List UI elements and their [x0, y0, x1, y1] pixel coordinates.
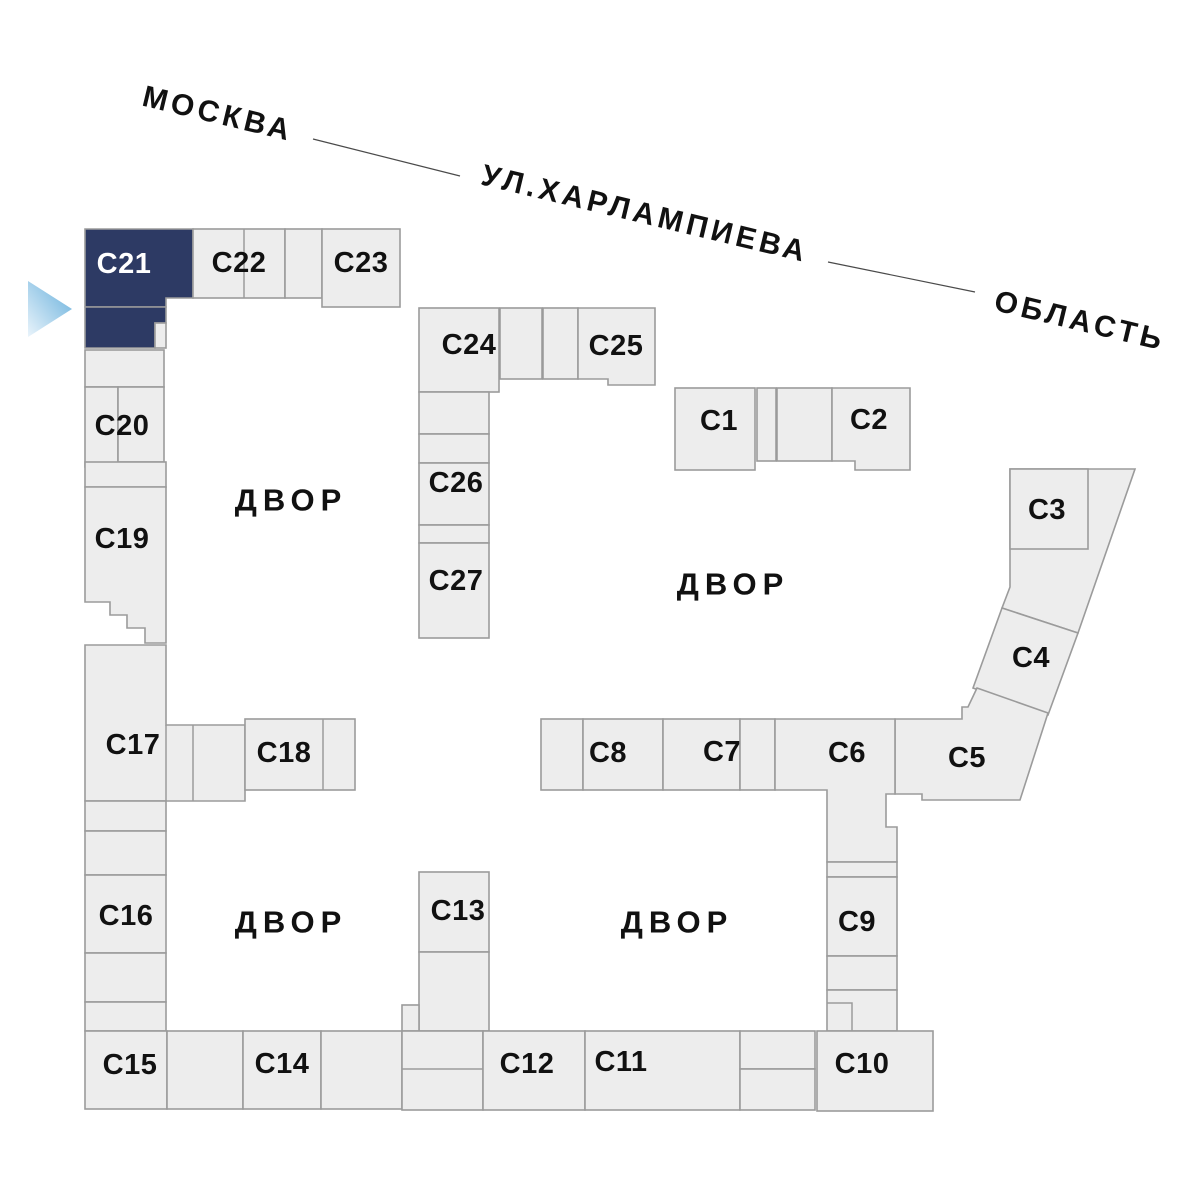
- building-section: [166, 1030, 244, 1110]
- building-c3[interactable]: [1009, 468, 1089, 550]
- building-label-c12: С12: [500, 1048, 555, 1080]
- building-label-c24: С24: [442, 329, 497, 361]
- building-c25[interactable]: [577, 307, 656, 386]
- blocks: [84, 228, 1137, 1112]
- building-label-c9: С9: [838, 906, 876, 938]
- building-label-c8: С8: [589, 737, 627, 769]
- building-c18[interactable]: [244, 718, 356, 791]
- courtyard-label: ДВОР: [235, 905, 348, 940]
- building-section: [84, 800, 167, 832]
- building-section: [84, 461, 167, 488]
- building-section: [418, 951, 490, 1032]
- building-section: [826, 989, 898, 1032]
- street-label-moscow: МОСКВА: [139, 80, 297, 148]
- building-section: [418, 433, 490, 464]
- building-c10[interactable]: [816, 1030, 934, 1112]
- building-section: [401, 1004, 420, 1032]
- building-section: [84, 349, 165, 388]
- building-label-c4: С4: [1012, 642, 1050, 674]
- courtyard-label: ДВОР: [677, 567, 790, 602]
- street-line-right: [827, 261, 976, 293]
- building-c19[interactable]: [84, 486, 167, 644]
- street-label-kharlampieva: УЛ.ХАРЛАМПИЕВА: [478, 159, 812, 269]
- building-section: [84, 830, 167, 876]
- building-labels: С21 С22 С23 С24 С25 С26 С27 С1 С2 С3 С4 …: [95, 247, 1066, 1081]
- building-label-c1: С1: [700, 405, 738, 437]
- building-c5[interactable]: [894, 687, 1050, 801]
- building-section: [401, 1030, 484, 1111]
- building-label-c2: С2: [850, 404, 888, 436]
- building-c14[interactable]: [242, 1030, 322, 1110]
- building-section: [826, 861, 898, 878]
- building-section: [739, 1068, 816, 1111]
- building-label-c10: С10: [835, 1048, 890, 1080]
- courtyard-label: ДВОР: [621, 905, 734, 940]
- building-label-c14: С14: [255, 1048, 310, 1080]
- building-section: [284, 228, 323, 299]
- building-c2[interactable]: [831, 387, 911, 471]
- building-label-c13: С13: [431, 895, 486, 927]
- building-section: [739, 718, 776, 791]
- building-label-c26: С26: [429, 467, 484, 499]
- building-label-c27: С27: [429, 565, 484, 597]
- building-c21-lower-section[interactable]: [84, 306, 167, 349]
- building-label-c20: С20: [95, 410, 150, 442]
- building-label-c17: С17: [106, 729, 161, 761]
- building-label-c19: С19: [95, 523, 150, 555]
- building-c20-section[interactable]: [117, 386, 165, 463]
- building-c17[interactable]: [84, 644, 246, 802]
- building-c13[interactable]: [418, 871, 490, 953]
- building-section: [418, 391, 490, 435]
- building-label-c16: С16: [99, 900, 154, 932]
- building-section: [84, 952, 167, 1003]
- building-c15[interactable]: [84, 1030, 168, 1110]
- street-line-left: [312, 138, 461, 177]
- courtyard-labels: ДВОР ДВОР ДВОР ДВОР: [235, 483, 790, 940]
- selected-building-arrow-icon: [28, 281, 72, 337]
- building-c27[interactable]: [418, 542, 490, 639]
- building-section: [739, 1030, 816, 1070]
- building-label-c11: С11: [594, 1046, 647, 1078]
- street-label-oblast: ОБЛАСТЬ: [991, 285, 1169, 358]
- courtyard-label: ДВОР: [235, 483, 348, 518]
- building-label-c5: С5: [948, 742, 986, 774]
- building-section: [540, 718, 584, 791]
- building-section: [154, 322, 167, 349]
- building-label-c22: С22: [212, 247, 267, 279]
- building-c24[interactable]: [418, 307, 500, 393]
- section-dividers: [165, 229, 853, 1070]
- building-section: [84, 1001, 167, 1032]
- building-label-c18: С18: [257, 737, 312, 769]
- building-section: [418, 524, 490, 544]
- building-label-c25: С25: [589, 330, 644, 362]
- building-section: [826, 955, 898, 991]
- building-section: [776, 387, 833, 462]
- building-c23[interactable]: [321, 228, 401, 308]
- building-c8[interactable]: [582, 718, 664, 791]
- building-c9[interactable]: [826, 876, 898, 957]
- building-section: [320, 1030, 403, 1110]
- building-label-c7: С7: [703, 736, 741, 768]
- building-label-c23: С23: [334, 247, 389, 279]
- building-c1[interactable]: [674, 387, 756, 471]
- building-label-c6: С6: [828, 737, 866, 769]
- building-section: [542, 307, 579, 380]
- building-label-c3: С3: [1028, 494, 1066, 526]
- building-c6[interactable]: [774, 718, 898, 863]
- building-section: [499, 307, 543, 380]
- building-c7[interactable]: [662, 718, 741, 791]
- building-label-c21: С21: [97, 248, 152, 280]
- building-c16[interactable]: [84, 874, 167, 954]
- building-section: [756, 387, 777, 462]
- building-label-c15: С15: [103, 1049, 158, 1081]
- building-c11[interactable]: [584, 1030, 741, 1111]
